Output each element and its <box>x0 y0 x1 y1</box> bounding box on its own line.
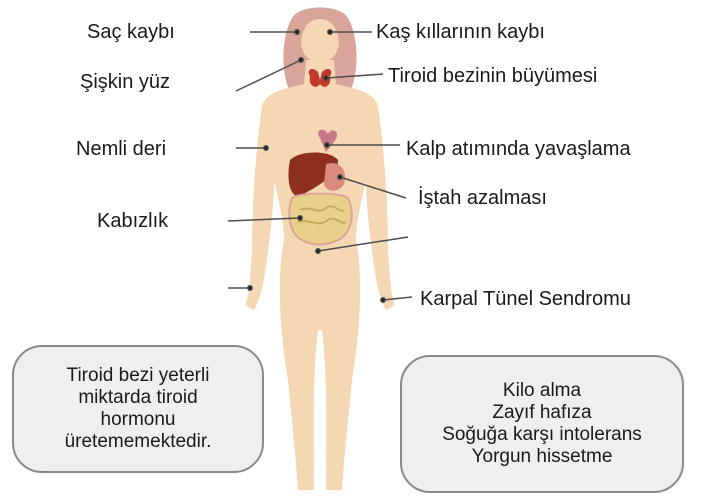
symptoms-box: Kilo alma Zayıf hafıza Soğuğa karşı into… <box>400 355 684 493</box>
body-silhouette <box>301 19 339 62</box>
cause-box: Tiroid bezi yeterli miktarda tiroid horm… <box>12 345 264 473</box>
label-moist-skin: Nemli deri <box>76 138 167 160</box>
label-hair-loss: Saç kaybı <box>87 21 175 43</box>
symptom-line: Zayıf hafıza <box>492 402 592 423</box>
label-slow-heart-rate: Kalp atımında yavaşlama <box>406 138 631 160</box>
label-thyroid-enlargement: Tiroid bezinin büyümesi <box>388 65 598 87</box>
hair-front <box>297 26 306 60</box>
symptom-line: Kilo alma <box>502 380 582 401</box>
symptom-line: Yorgun hissetme <box>471 446 613 467</box>
label-puffy-face: Şişkin yüz <box>80 71 171 93</box>
cause-line: hormonu <box>100 409 176 430</box>
cause-line: miktarda tiroid <box>78 387 198 408</box>
intestine-organ <box>288 192 353 246</box>
stomach-organ <box>324 163 346 191</box>
symptom-line: Soğuğa karşı intolerans <box>442 424 642 445</box>
label-carpal-tunnel: Karpal Tünel Sendromu <box>420 288 631 310</box>
thyroid-gland <box>308 69 332 87</box>
heart-organ <box>318 129 338 152</box>
label-constipation: Kabızlık <box>97 210 169 232</box>
pointer-lines <box>227 29 413 303</box>
cause-line: üretememektedir. <box>64 431 212 452</box>
cause-line: Tiroid bezi yeterli <box>66 365 210 386</box>
liver-organ <box>288 152 338 197</box>
label-appetite-loss: İştah azalması <box>418 187 547 209</box>
label-eyebrow-loss: Kaş kıllarının kaybı <box>376 21 545 43</box>
